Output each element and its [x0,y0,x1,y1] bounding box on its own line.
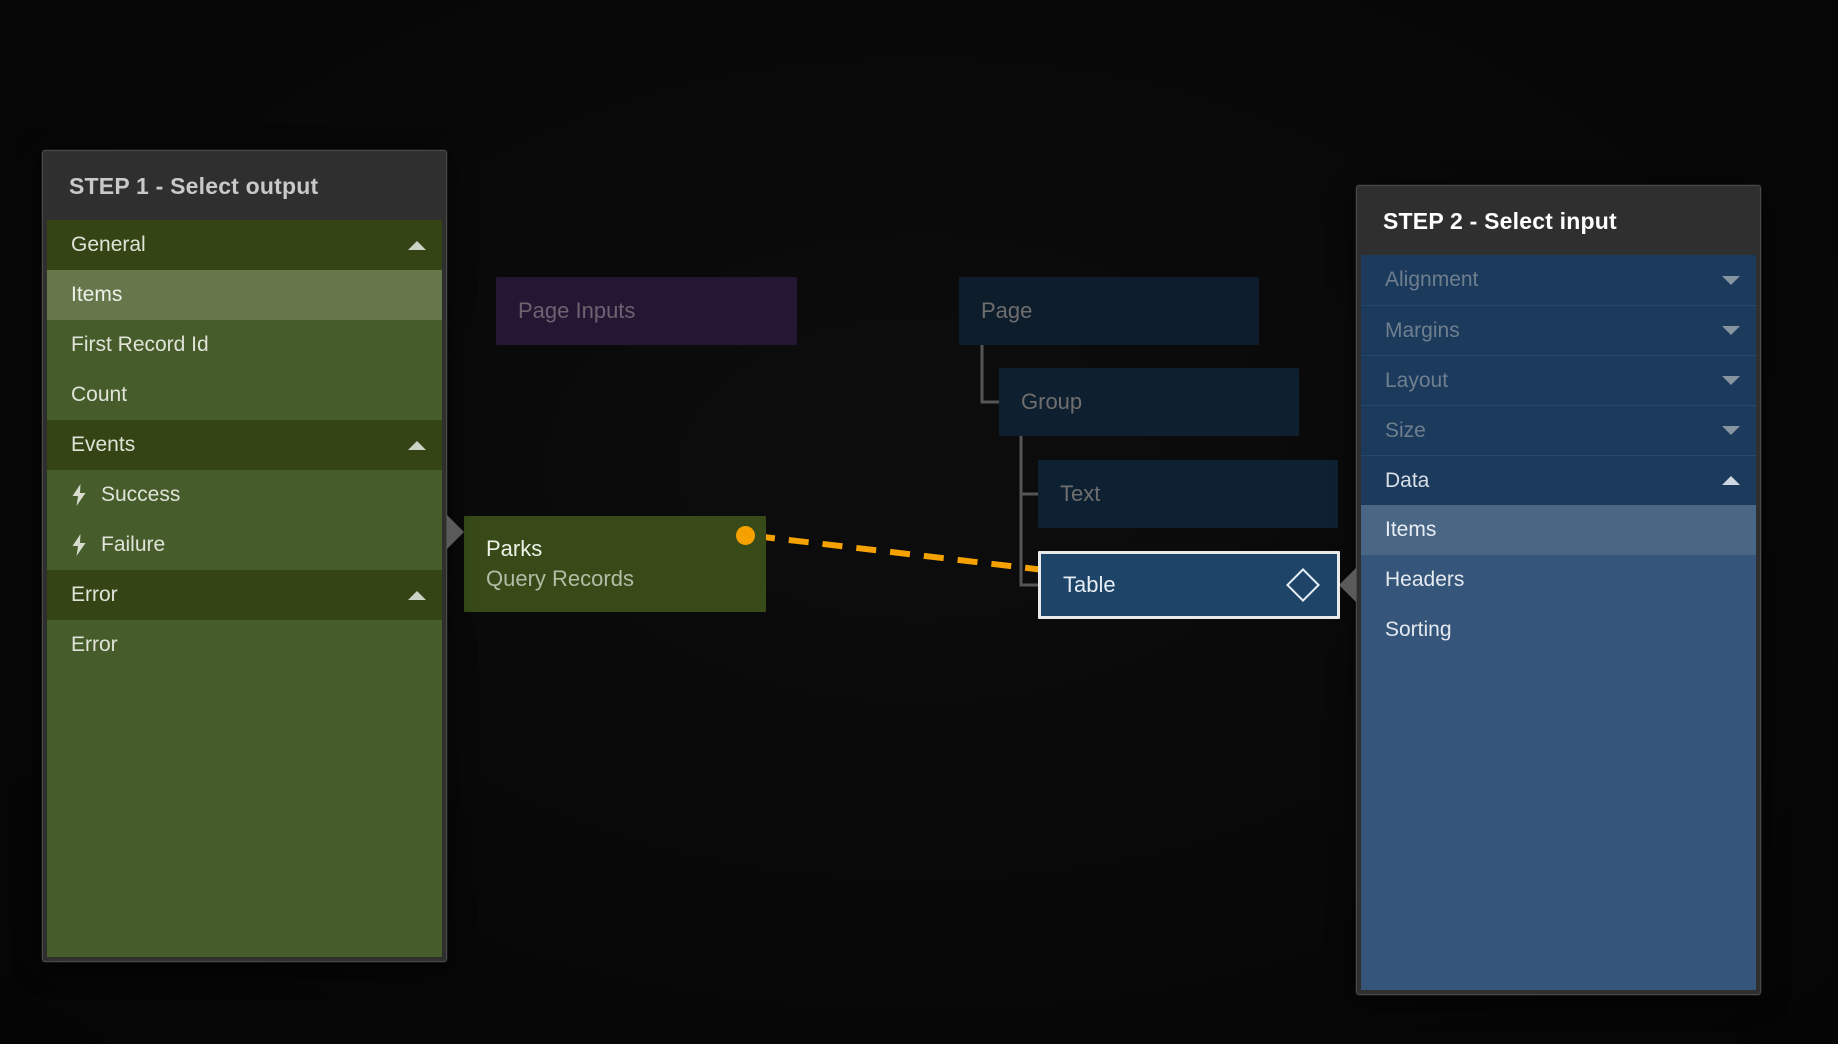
chevron-down-icon[interactable] [1722,275,1740,285]
step1-row-error[interactable]: Error [47,570,442,620]
step2-row-size[interactable]: Size [1361,405,1756,455]
chevron-up-icon[interactable] [408,240,426,250]
step1-row-label: Error [71,583,118,606]
tree-line-group-table [1019,436,1038,587]
node-page[interactable]: Page [959,277,1259,345]
step1-row-failure[interactable]: Failure [47,520,442,570]
step2-row-sorting[interactable]: Sorting [1361,605,1756,655]
node-parks-subtitle: Query Records [486,566,634,591]
bolt-icon [71,534,87,556]
node-group[interactable]: Group [999,368,1299,436]
chevron-up-icon[interactable] [1722,476,1740,485]
step1-row-success[interactable]: Success [47,470,442,520]
step1-row-count[interactable]: Count [47,370,442,420]
step2-row-layout[interactable]: Layout [1361,355,1756,405]
step2-edge-pointer-icon [1339,568,1356,602]
node-group-label: Group [1021,389,1083,414]
step1-row-first-record-id[interactable]: First Record Id [47,320,442,370]
chevron-up-icon[interactable] [408,590,426,600]
step1-row-label: Error [71,633,118,656]
step1-row-label: General [71,233,146,256]
step2-row-alignment[interactable]: Alignment [1361,255,1756,305]
chevron-down-icon[interactable] [1722,376,1740,385]
node-parks[interactable]: Parks Query Records [464,516,766,612]
step1-edge-pointer-icon [447,515,464,549]
node-text-label: Text [1060,481,1101,506]
bolt-icon [71,484,87,506]
step2-row-items[interactable]: Items [1361,505,1756,555]
step1-row-label: Items [71,283,123,306]
step2-row-data[interactable]: Data [1361,455,1756,505]
step2-row-label: Sorting [1385,618,1452,641]
step2-list-filler [1361,655,1756,990]
chevron-up-icon[interactable] [408,440,426,450]
diamond-icon [1286,568,1320,602]
node-table-label: Table [1063,572,1116,597]
node-table[interactable]: Table [1038,551,1340,619]
step2-row-label: Items [1385,518,1437,541]
chevron-down-icon[interactable] [1722,426,1740,435]
step1-row-label: Success [101,483,181,506]
node-text[interactable]: Text [1038,460,1338,528]
node-parks-title: Parks [486,535,543,561]
step2-row-label: Size [1385,418,1426,442]
step1-row-label: Failure [101,533,166,556]
node-page-inputs[interactable]: Page Inputs [496,277,797,345]
step2-row-label: Layout [1385,368,1449,392]
step1-row-label: Count [71,383,128,406]
step2-row-margins[interactable]: Margins [1361,305,1756,355]
step2-title: STEP 2 - Select input [1383,208,1617,234]
node-page-label: Page [981,298,1033,323]
step2-row-headers[interactable]: Headers [1361,555,1756,605]
step1-row-label: Events [71,433,136,456]
step1-row-items[interactable]: Items [47,270,442,320]
step1-row-label: First Record Id [71,333,209,356]
step1-row-error[interactable]: Error [47,620,442,670]
step2-row-label: Headers [1385,568,1465,591]
node-page-inputs-label: Page Inputs [518,298,636,323]
step1-list-filler [47,670,442,957]
step2-row-label: Alignment [1385,268,1479,291]
step1-row-events[interactable]: Events [47,420,442,470]
tree-line-page-group [980,345,999,404]
step1-title: STEP 1 - Select output [69,173,319,199]
step1-row-general[interactable]: General [47,220,442,270]
step2-row-label: Margins [1385,318,1460,342]
step2-row-label: Data [1385,468,1430,492]
output-port-dot[interactable] [736,526,755,545]
chevron-down-icon[interactable] [1722,326,1740,335]
